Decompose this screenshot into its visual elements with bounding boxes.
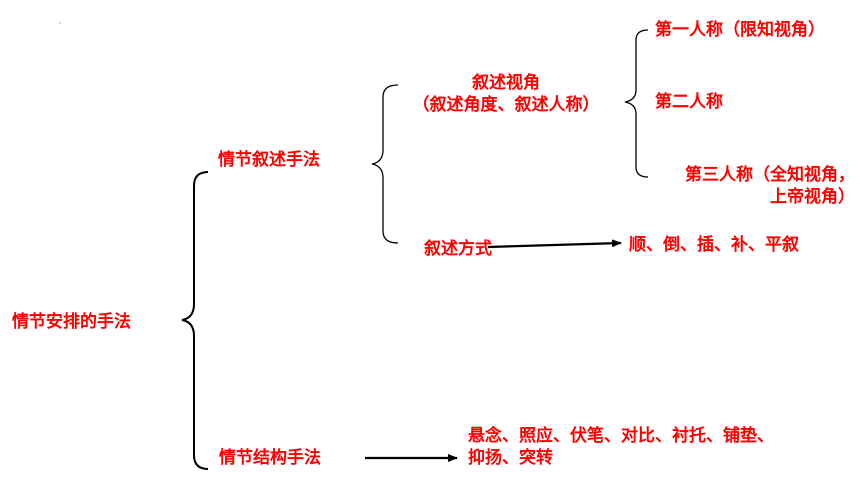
perspective-label: 叙述视角 （叙述角度、叙述人称） bbox=[386, 72, 626, 116]
third-person-label: 第三人称（全知视角， 上帝视角） bbox=[655, 164, 855, 208]
narration-label: 情节叙述手法 bbox=[218, 150, 320, 170]
method-result: 顺、倒、插、补、平叙 bbox=[629, 235, 799, 255]
speck bbox=[59, 22, 61, 24]
method-arrow bbox=[487, 239, 622, 249]
third-person-line2: 上帝视角） bbox=[770, 187, 855, 207]
structure-result-line2: 抑扬、突转 bbox=[468, 448, 553, 468]
narration-brace bbox=[371, 84, 399, 244]
perspective-title: 叙述视角 bbox=[472, 73, 540, 93]
root-label: 情节安排的手法 bbox=[12, 312, 131, 332]
structure-result-line1: 悬念、照应、伏笔、对比、衬托、铺垫、 bbox=[468, 426, 774, 446]
second-person-label: 第二人称 bbox=[655, 92, 723, 112]
perspective-brace bbox=[624, 29, 649, 178]
root-brace bbox=[181, 171, 209, 470]
structure-result: 悬念、照应、伏笔、对比、衬托、铺垫、 抑扬、突转 bbox=[468, 425, 774, 469]
method-label: 叙述方式 bbox=[424, 239, 492, 259]
structure-label: 情节结构手法 bbox=[219, 448, 321, 468]
perspective-subtitle: （叙述角度、叙述人称） bbox=[412, 95, 600, 115]
first-person-label: 第一人称（限知视角） bbox=[655, 20, 825, 40]
third-person-line1: 第三人称（全知视角， bbox=[685, 165, 855, 185]
